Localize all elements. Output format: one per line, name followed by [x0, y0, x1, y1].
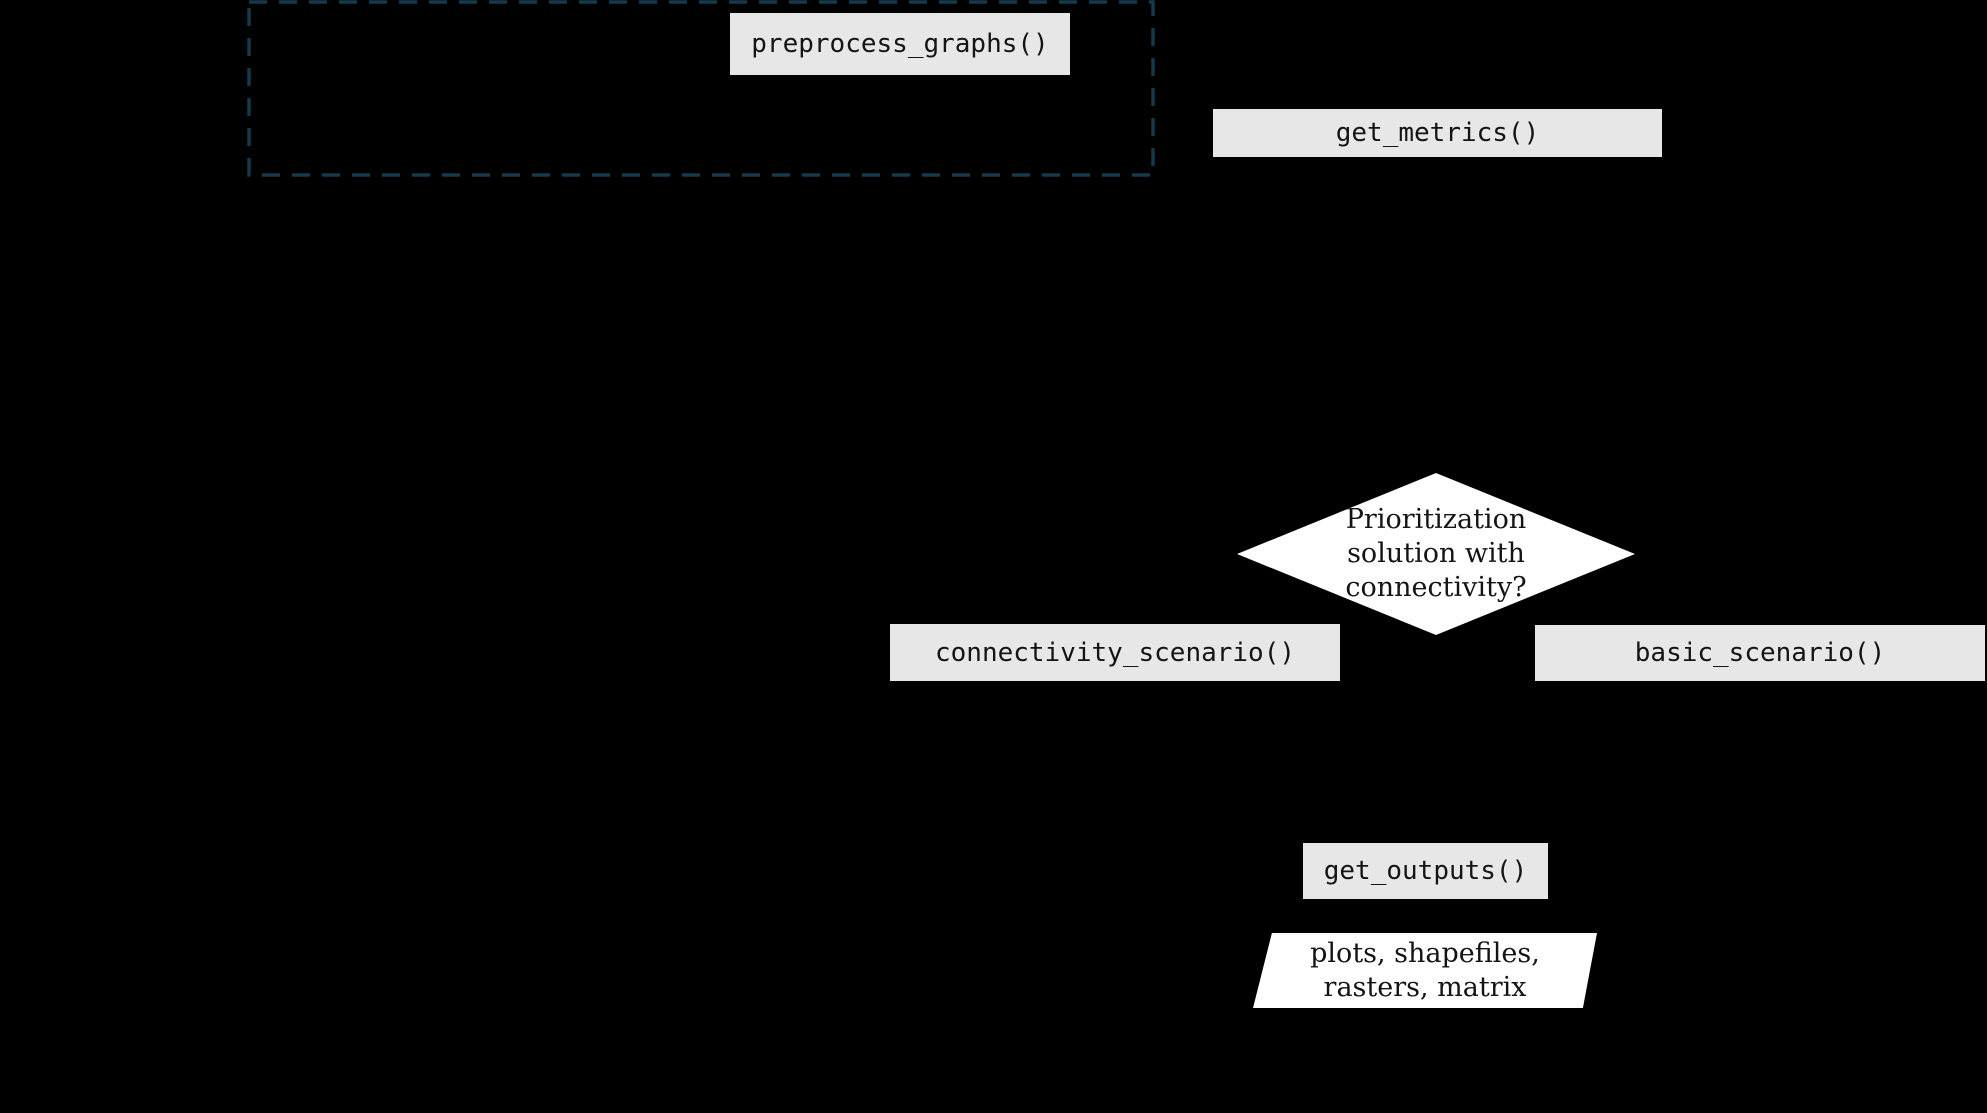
decision-line-3: connectivity?	[1345, 572, 1527, 603]
node-get-metrics: get_metrics()	[1213, 109, 1662, 157]
outputs-line-2: rasters, matrix	[1323, 971, 1527, 1003]
node-preprocess-graphs: preprocess_graphs()	[730, 13, 1070, 75]
node-connectivity-scenario: connectivity_scenario()	[890, 624, 1340, 681]
dashed-group-outline	[247, 0, 1155, 177]
dashed-rectangle	[247, 0, 1155, 177]
node-outputs-parallelogram: plots, shapefiles, rasters, matrix	[1253, 933, 1597, 1008]
node-get-outputs: get_outputs()	[1303, 843, 1548, 899]
decision-line-2: solution with	[1347, 538, 1525, 569]
node-basic-scenario: basic_scenario()	[1535, 625, 1985, 681]
outputs-line-1: plots, shapefiles,	[1310, 937, 1540, 969]
decision-line-1: Prioritization	[1345, 504, 1527, 535]
node-decision-diamond: Prioritization solution with connectivit…	[1237, 473, 1635, 635]
